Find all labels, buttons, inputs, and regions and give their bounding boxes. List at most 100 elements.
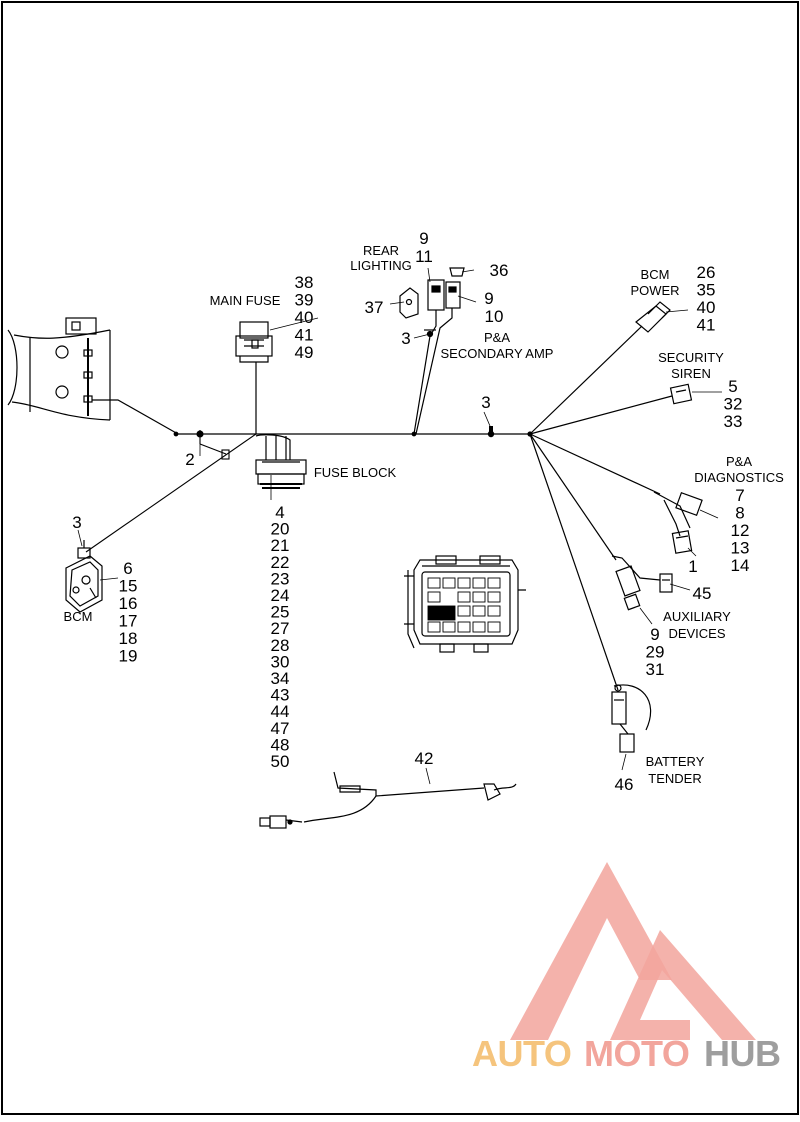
callout-fuse-block-0: 4: [275, 503, 284, 522]
callout-main-fuse-4: 49: [295, 343, 314, 362]
frame-bracket: [7, 317, 179, 435]
callout-fuse-block-2: 21: [271, 536, 290, 555]
callout-diag-1: 1: [688, 557, 697, 576]
callout-fuse-block-10: 34: [271, 669, 290, 688]
callout-trunk-3: 3: [481, 393, 490, 412]
auxiliary-devices-connectors: [529, 433, 673, 611]
bcm-label: BCM: [64, 609, 93, 624]
callout-fuse-block-9: 30: [271, 652, 290, 671]
callout-rear-lighting-9: 9: [419, 229, 428, 248]
security-siren-label-line-2: SIREN: [671, 366, 711, 381]
callout-fuse-block-6: 25: [271, 603, 290, 622]
main-fuse-connector: [235, 321, 273, 434]
harness-clip-3-trunk: [487, 426, 495, 438]
callout-rear-lighting-11: 11: [415, 247, 433, 266]
callout-bcm-power-0: 26: [697, 263, 716, 282]
main-fuse-label: MAIN FUSE: [210, 293, 281, 308]
pa-secondary-amp-label-line-1: P&A: [484, 330, 510, 345]
pa-diagnostics-label-line-2: DIAGNOSTICS: [694, 470, 784, 485]
callout-bcm-0: 6: [123, 559, 132, 578]
callout-diag-0: 7: [735, 486, 744, 505]
callout-main-fuse-2: 40: [295, 308, 314, 327]
fuse-block-label: FUSE BLOCK: [314, 465, 397, 480]
callout-amp-3: 3: [401, 329, 410, 348]
callout-amp-10: 10: [485, 307, 504, 326]
watermark-text-hub: HUB: [704, 1033, 781, 1074]
callout-bcm-power-3: 41: [697, 316, 716, 335]
battery-tender-harness-42: [259, 771, 517, 829]
callout-main-fuse-0: 38: [295, 273, 314, 292]
pa-diagnostics-label-line-1: P&A: [726, 454, 752, 469]
automotohub-watermark-logo: AUTO MOTO HUB: [472, 862, 781, 1074]
callout-fuse-block-15: 50: [271, 752, 290, 771]
callout-fuse-block-11: 43: [271, 686, 290, 705]
bcm-power-label-line-2: POWER: [630, 283, 679, 298]
callout-bcm-3: 3: [72, 513, 81, 532]
callout-diag-3: 13: [731, 539, 750, 558]
callout-diag-2: 12: [731, 521, 750, 540]
bcm-power-label-line-1: BCM: [641, 267, 670, 282]
callout-fuse-block-8: 28: [271, 636, 290, 655]
callout-fuse-block-1: 20: [271, 520, 290, 539]
callout-diag-1: 8: [735, 504, 744, 523]
main-trunk-wire: [173, 431, 533, 437]
callout-aux-2: 31: [646, 660, 665, 679]
connector-face-detail: [404, 555, 526, 653]
watermark-logo-left-mark: [510, 862, 672, 1040]
callout-36: 36: [490, 261, 509, 280]
bcm-power-connector: [529, 301, 671, 435]
callout-aux-45: 45: [693, 584, 712, 603]
harness-clip-2: [196, 430, 230, 460]
rear-lighting-label-line-2: LIGHTING: [350, 258, 411, 273]
bcm-module: [65, 540, 103, 613]
callout-aux-1: 29: [646, 643, 665, 662]
security-siren-connector: [529, 383, 693, 435]
callout-fuse-block-5: 24: [271, 586, 290, 605]
watermark-text-moto: MOTO: [584, 1033, 689, 1074]
callout-siren-0: 5: [728, 377, 737, 396]
leader-lines: [77, 267, 722, 785]
auxiliary-devices-label-line-2: DEVICES: [668, 626, 725, 641]
callout-fuse-block-7: 27: [271, 619, 290, 638]
callout-siren-1: 32: [724, 395, 743, 414]
callout-fuse-block-13: 47: [271, 719, 290, 738]
pa-secondary-amp-label-line-2: SECONDARY AMP: [441, 346, 554, 361]
callout-46: 46: [615, 775, 634, 794]
security-siren-label-line-1: SECURITY: [658, 350, 724, 365]
battery-tender-label-line-1: BATTERY: [646, 754, 705, 769]
battery-tender-connector: [529, 433, 652, 753]
callout-diag-4: 14: [731, 556, 750, 575]
callout-main-fuse-1: 39: [295, 291, 314, 310]
battery-tender-label-line-2: TENDER: [648, 771, 701, 786]
callout-37: 37: [365, 298, 384, 317]
callout-bcm-1: 15: [119, 577, 138, 596]
callout-2: 2: [185, 450, 194, 469]
rear-lighting-connectors: [399, 267, 465, 435]
callout-fuse-block-12: 44: [271, 702, 290, 721]
callout-bcm-2: 16: [119, 594, 138, 613]
callout-bcm-power-2: 40: [697, 298, 716, 317]
component-labels: REAR LIGHTING MAIN FUSE FUSE BLOCK BCM B…: [64, 243, 785, 786]
bcm-branch-wire: [85, 433, 257, 553]
watermark-logo-right-mark: [610, 930, 756, 1040]
callout-amp-9: 9: [484, 289, 493, 308]
callout-fuse-block-4: 23: [271, 569, 290, 588]
callout-aux-0: 9: [650, 625, 659, 644]
callout-bcm-4: 18: [119, 629, 138, 648]
pa-diagnostics-connectors: [529, 433, 703, 554]
fuse-block-connector: [255, 434, 307, 500]
callout-bcm-5: 19: [119, 647, 138, 666]
watermark-text-auto: AUTO: [472, 1033, 571, 1074]
auxiliary-devices-label-line-1: AUXILIARY: [663, 609, 731, 624]
callout-bcm-3: 17: [119, 612, 138, 631]
